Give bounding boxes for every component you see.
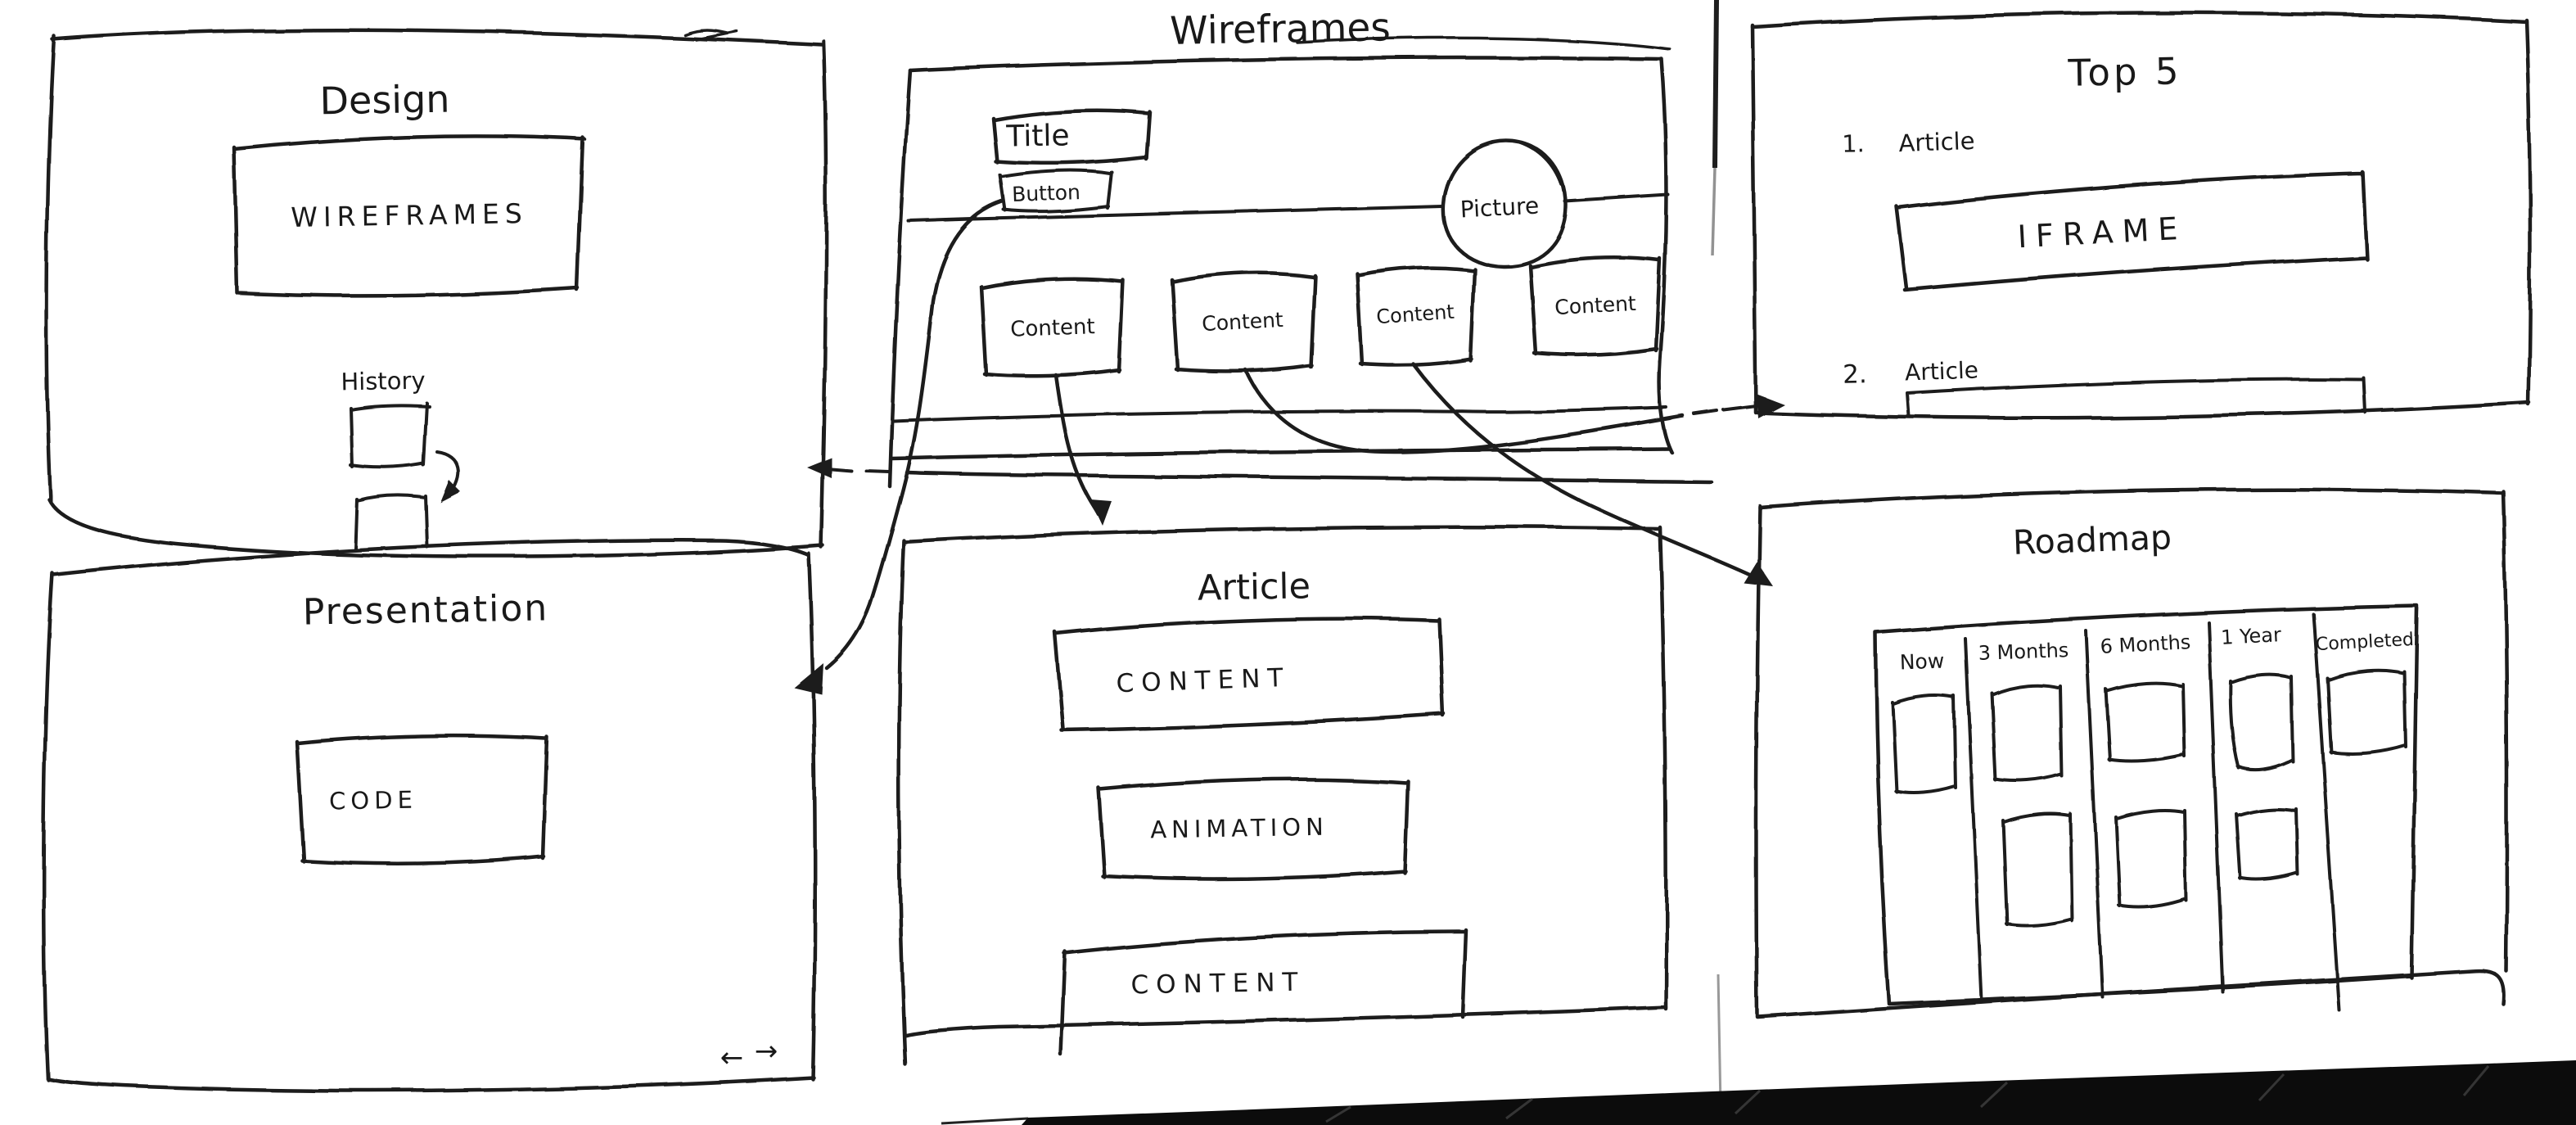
roadmap-divider-2 (2084, 629, 2105, 999)
article-animation-box (1096, 777, 1410, 881)
page-artifacts (941, 0, 2576, 1125)
presentation-code-box (295, 734, 549, 865)
arrowhead-to-design (807, 458, 832, 478)
roadmap-column-1year: 1 Year (2220, 623, 2282, 649)
roadmap-column-3months: 3 Months (1978, 639, 2069, 665)
article-animation-label: ANIMATION (1149, 812, 1329, 844)
content-box-3-label: Content (1375, 300, 1455, 329)
wireframes-browser-frame (887, 36, 1674, 489)
arrowhead-to-article (1090, 499, 1112, 526)
hero-band-line-right (1563, 193, 1670, 203)
top5-item1-number: 1. (1841, 129, 1865, 158)
design-history-thumbnails (349, 401, 461, 550)
connector-content3-to-roadmap (1410, 361, 1773, 586)
design-wireframes-box (232, 134, 587, 298)
button-box-label: Button (1011, 180, 1081, 206)
top5-panel-title: Top 5 (2068, 49, 2182, 95)
content-box-4-label: Content (1554, 291, 1637, 320)
article-panel-frame (896, 525, 1668, 1067)
roadmap-board (1873, 603, 2420, 1012)
arrowhead-to-top5 (1757, 394, 1784, 418)
top5-item2-number: 2. (1842, 359, 1868, 390)
wireframes-panel-title: Wireframes (1169, 5, 1392, 54)
presentation-panel-title: Presentation (302, 587, 549, 634)
roadmap-panel-frame (1754, 487, 2510, 1019)
arrowhead-to-roadmap (1744, 562, 1773, 586)
code-box-label: CODE (328, 785, 418, 816)
roadmap-panel-title: Roadmap (2012, 517, 2172, 562)
picture-circle-label: Picture (1459, 192, 1540, 224)
roadmap-column-now: Now (1899, 648, 1945, 675)
design-wireframes-label: WIREFRAMES (290, 197, 529, 234)
article-content-bottom-label: CONTENT (1130, 967, 1306, 1001)
top5-item2-label: Article (1904, 356, 1979, 386)
wireframes-content-boxes (979, 255, 1662, 378)
presentation-panel-frame (41, 538, 817, 1093)
top5-article2-box (1906, 377, 2367, 418)
roadmap-cards (1891, 668, 2407, 927)
top5-iframe-box (1894, 169, 2369, 292)
content-box-2-label: Content (1201, 307, 1284, 337)
wireframes-button-box (999, 169, 1113, 214)
wireframes-picture-circle (1441, 138, 1568, 269)
wireframes-title-box (990, 108, 1152, 165)
article-content-bottom-box (1058, 928, 1468, 1057)
article-panel-title: Article (1197, 566, 1311, 609)
article-content-top-label: CONTENT (1115, 662, 1291, 699)
arrowhead-to-presentation (794, 663, 823, 694)
next-slide-arrow-icon: → (754, 1035, 778, 1068)
scan-smudge (1022, 1060, 2576, 1125)
connector-content2-to-top5 (1243, 368, 1784, 454)
design-panel-title: Design (319, 76, 450, 124)
history-rotate-arrowhead (440, 481, 461, 503)
article-content-top-box (1053, 617, 1446, 733)
prev-slide-arrow-icon: ← (720, 1041, 744, 1074)
roadmap-divider-4 (2312, 612, 2341, 1012)
connector-content1-to-article (1053, 373, 1112, 526)
top5-item1-label: Article (1897, 126, 1976, 158)
roadmap-column-6months: 6 Months (2100, 630, 2191, 658)
top5-iframe-label: IFRAME (2016, 210, 2188, 255)
title-box-label: Title (1006, 119, 1070, 154)
hero-band-line-left (907, 205, 1444, 223)
design-history-label: History (341, 366, 426, 396)
roadmap-divider-3 (2207, 621, 2225, 994)
connector-wireframes-to-design (807, 458, 1713, 484)
content-box-1-label: Content (1009, 314, 1096, 342)
top5-panel-frame (1749, 11, 2533, 420)
connector-button-to-presentation (794, 199, 1004, 694)
roadmap-divider-1 (1964, 637, 1983, 1002)
